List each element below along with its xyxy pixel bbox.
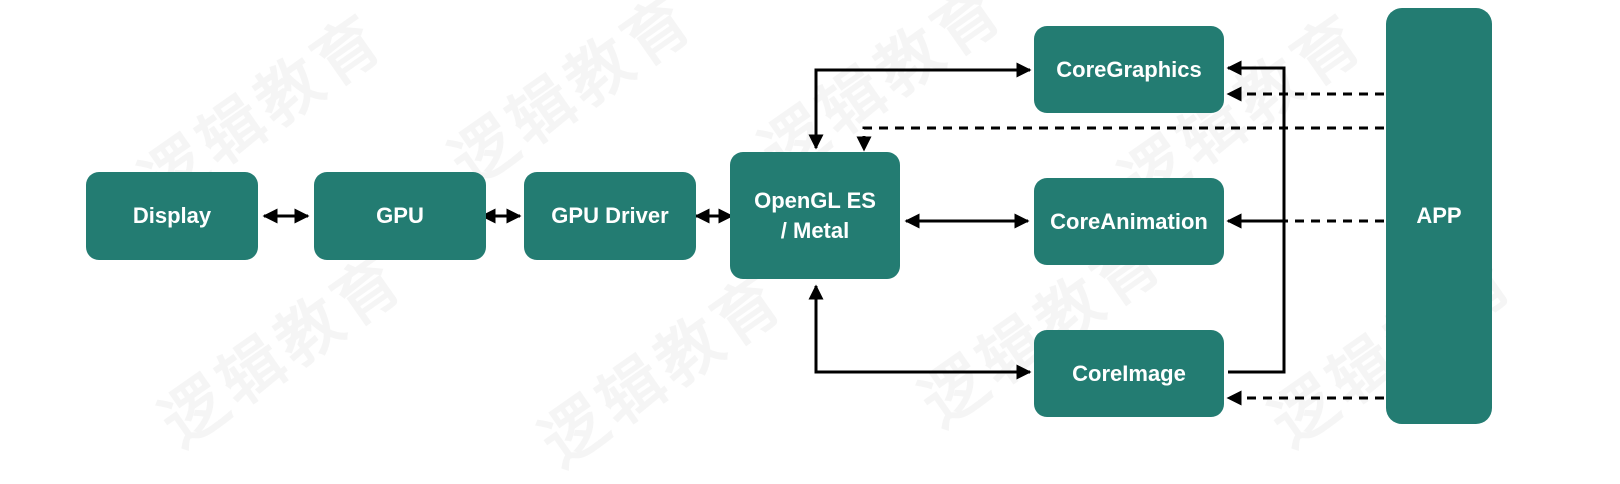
node-core-image: CoreImage	[1034, 330, 1224, 417]
node-label: CoreGraphics	[1056, 56, 1202, 82]
node-opengl-metal: OpenGL ES / Metal	[730, 152, 900, 279]
edge-opengl-coreimage	[808, 284, 1032, 380]
node-app: APP	[1386, 8, 1492, 424]
connector-layer	[262, 60, 1384, 406]
node-core-graphics: CoreGraphics	[1034, 26, 1224, 113]
node-label: GPU	[376, 203, 424, 228]
node-label: Display	[132, 203, 212, 228]
node-label: GPU Driver	[551, 203, 669, 228]
node-display: Display	[86, 172, 258, 260]
node-gpu-driver: GPU Driver	[524, 172, 696, 260]
node-label: CoreAnimation	[1050, 208, 1208, 234]
edge-app-opengl	[856, 126, 1384, 152]
node-label-line1: OpenGL ES	[754, 187, 876, 213]
node-gpu: GPU	[314, 172, 486, 260]
node-label: APP	[1416, 203, 1462, 228]
node-label: CoreImage	[1072, 360, 1186, 386]
edge-opengl-coregraphics	[808, 62, 1032, 150]
node-label-line2: / Metal	[780, 217, 850, 243]
node-core-animation: CoreAnimation	[1034, 178, 1224, 265]
